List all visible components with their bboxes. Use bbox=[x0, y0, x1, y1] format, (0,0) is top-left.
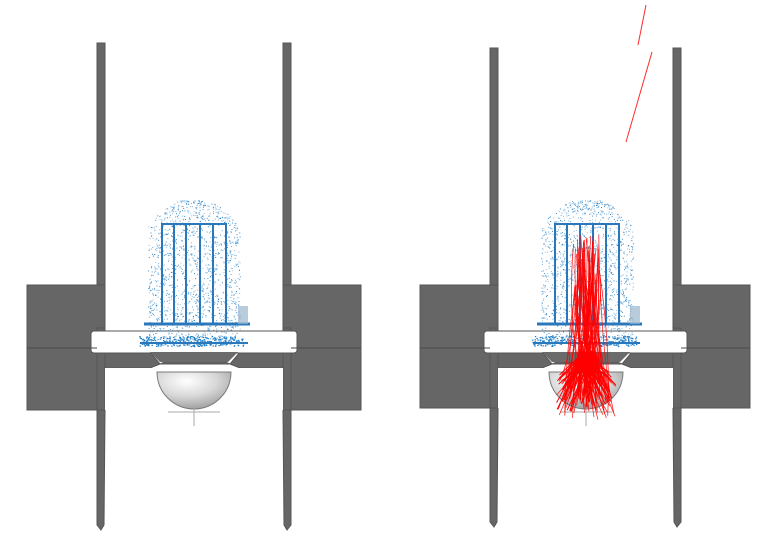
left-lower-wall-right bbox=[282, 409, 292, 531]
left-lower-wall-left bbox=[96, 409, 106, 531]
right-upper-wall-left bbox=[489, 47, 499, 286]
right-lower-wall-right bbox=[672, 407, 682, 528]
left-dome bbox=[156, 371, 232, 410]
right-trajectory-bundle bbox=[556, 235, 617, 420]
left-panel bbox=[26, 42, 362, 531]
right-sensor-block bbox=[630, 306, 640, 324]
left-housing bbox=[26, 42, 362, 531]
left-upper-wall-right bbox=[282, 42, 292, 286]
stray-trajectory bbox=[625, 51, 653, 143]
left-upper-wall-left bbox=[96, 42, 106, 286]
right-panel bbox=[419, 4, 751, 528]
right-lower-wall-left bbox=[489, 407, 499, 528]
left-sensor-block bbox=[238, 306, 248, 324]
right-upper-wall-right bbox=[672, 47, 682, 286]
stray-trajectory bbox=[637, 4, 647, 46]
left-cage bbox=[140, 223, 250, 344]
left-orifice bbox=[150, 352, 238, 362]
